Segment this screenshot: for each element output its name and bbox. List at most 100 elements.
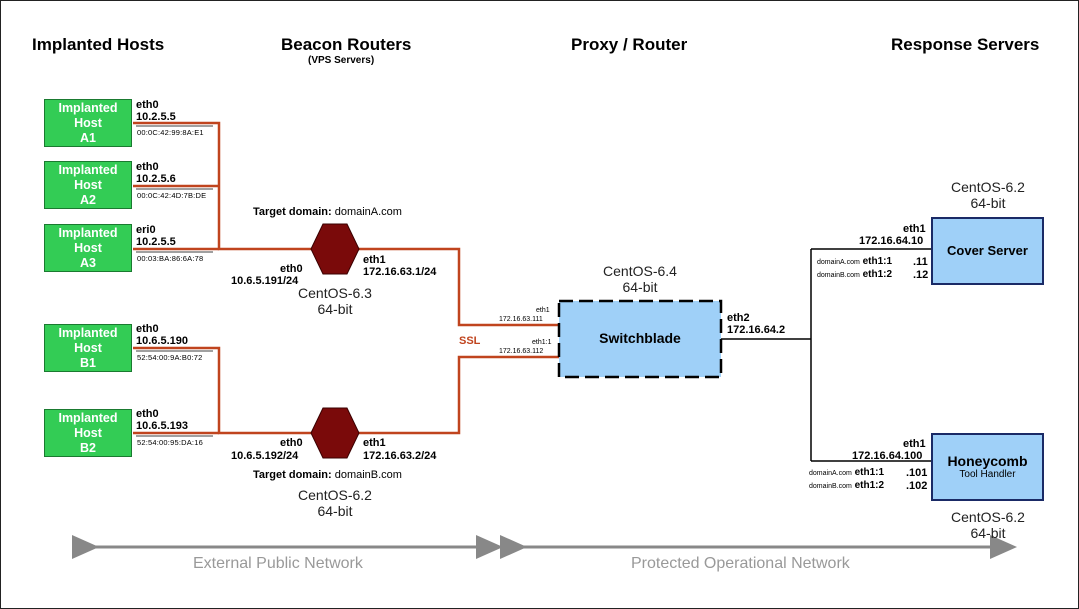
beacon-a-os-line1: CentOS-6.3 [298,285,372,301]
implanted-host-a1: Implanted Host A1 [44,99,132,147]
ssl-label: SSL [459,335,481,347]
host-a1-iface: eth0 [136,99,159,111]
implanted-host-b1: Implanted Host B1 [44,324,132,372]
header-beacon-routers: Beacon Routers [281,35,412,54]
beacon-a-target: Target domain: domainA.com [253,206,402,218]
cover-alias2-name: eth1:2 [862,269,893,280]
honeycomb-alias1-domain: domainA.com [809,470,852,477]
honeycomb-alias1-name: eth1:1 [854,467,885,478]
protected-network-label: Protected Operational Network [631,555,850,572]
host-b2-line2: Host [74,425,102,440]
link-host-b1 [133,346,321,435]
header-proxy-router: Proxy / Router [571,35,688,54]
cover-server-label: Cover Server [947,243,1028,258]
host-b1-line2: Host [74,340,102,355]
honeycomb-label: Honeycomb [947,453,1028,469]
host-a2-line3: A2 [80,192,96,207]
cover-alias2-ip: .12 [913,269,929,281]
cover-alias2-domain: domainB.com [817,272,860,279]
host-b2-mac: 52:54:00:95:DA:16 [137,438,203,447]
host-b2-ip: 10.6.5.193 [136,420,188,432]
links-group-response [721,248,931,462]
switchblade-eth2-ip: 172.16.64.2 [727,324,786,336]
cover-server-eth1-name: eth1 [903,223,926,235]
beacon-a-eth1-name: eth1 [363,254,386,266]
switchblade-os: CentOS-6.4 64-bit [590,263,690,295]
host-a1-line1: Implanted [58,100,118,115]
host-a1-ip: 10.2.5.5 [136,111,176,123]
host-a2-ip: 10.2.5.6 [136,173,176,185]
switchblade-eth1-name: eth1 [536,307,550,314]
honeycomb-alias1: domainA.com eth1:1 [809,467,884,478]
implanted-host-a2: Implanted Host A2 [44,161,132,209]
host-a2-line1: Implanted [58,162,118,177]
header-implanted-hosts: Implanted Hosts [32,35,165,54]
host-a2-mac: 00:0C:42:4D:7B:DE [137,191,207,200]
beacon-b-target-label: Target domain: [253,469,332,481]
links-group-a [133,121,559,327]
beacon-b-eth0-name: eth0 [280,437,303,449]
beacon-a-eth1-ip: 172.16.63.1/24 [363,266,437,278]
beacon-b-os-line2: 64-bit [317,503,353,519]
host-b2-line1: Implanted [58,410,118,425]
host-b1-mac: 52:54:00:9A:B0:72 [137,353,203,362]
honeycomb-eth1-name: eth1 [903,438,926,450]
cover-server-os: CentOS-6.2 64-bit [938,179,1038,211]
honeycomb-box: Honeycomb Tool Handler [931,433,1044,501]
switchblade-eth2-name: eth2 [727,312,750,324]
switchblade-eth11-name: eth1:1 [532,339,552,346]
beacon-b-eth1-ip: 172.16.63.2/24 [363,450,437,462]
host-b2-iface: eth0 [136,408,159,420]
host-b1-line3: B1 [80,355,96,370]
beacon-router-b-icon [310,407,360,459]
beacon-router-a-icon [310,223,360,275]
beacon-b-os-line1: CentOS-6.2 [298,487,372,503]
beacon-a-target-label: Target domain: [253,206,332,218]
cover-server-os-line2: 64-bit [970,195,1006,211]
host-b2-line3: B2 [80,440,96,455]
host-a3-line1: Implanted [58,225,118,240]
switchblade-eth11-ip: 172.16.63.112 [499,348,544,355]
header-beacon-routers-sub: (VPS Servers) [308,55,375,66]
honeycomb-os: CentOS-6.2 64-bit [938,509,1038,541]
external-network-label: External Public Network [193,555,363,572]
switchblade-os-line2: 64-bit [622,279,658,295]
beacon-b-target-domain: domainB.com [334,469,402,481]
cover-server-alias2: domainB.com eth1:2 [817,269,892,280]
host-b1-line1: Implanted [58,325,118,340]
links-group-b [133,346,559,435]
host-a1-mac: 00:0C:42:99:8A:E1 [137,128,204,137]
host-a2-iface: eth0 [136,161,159,173]
honeycomb-alias2-domain: domainB.com [809,483,852,490]
honeycomb-alias2-name: eth1:2 [854,480,885,491]
cover-alias1-ip: .11 [913,256,928,268]
cover-server-alias1: domainA.com eth1:1 [817,256,892,267]
cover-server-box: Cover Server [931,217,1044,285]
host-a2-line2: Host [74,177,102,192]
header-response-servers: Response Servers [891,35,1040,54]
host-b1-iface: eth0 [136,323,159,335]
honeycomb-os-line1: CentOS-6.2 [951,509,1025,525]
switchblade-eth1-ip: 172.16.63.111 [499,316,543,323]
beacon-b-eth0-ip: 10.6.5.192/24 [231,450,299,462]
host-a3-ip: 10.2.5.5 [136,236,176,248]
cover-server-os-line1: CentOS-6.2 [951,179,1025,195]
beacon-a-eth0-ip: 10.6.5.191/24 [231,275,299,287]
beacon-a-os: CentOS-6.3 64-bit [285,285,385,317]
link-beacon-b-switchblade [341,355,559,435]
mac-separators [136,125,213,437]
host-a3-line3: A3 [80,255,96,270]
honeycomb-os-line2: 64-bit [970,525,1006,541]
cover-alias1-domain: domainA.com [817,259,860,266]
beacon-a-os-line2: 64-bit [317,301,353,317]
host-a3-iface: eri0 [136,224,156,236]
cover-alias1-name: eth1:1 [862,256,893,267]
implanted-host-b2: Implanted Host B2 [44,409,132,457]
switchblade-box [557,299,723,379]
link-beacon-a-switchblade [341,247,559,327]
honeycomb-sublabel: Tool Handler [959,469,1016,480]
host-a1-line3: A1 [80,130,96,145]
honeycomb-alias2-ip: .102 [906,480,928,492]
